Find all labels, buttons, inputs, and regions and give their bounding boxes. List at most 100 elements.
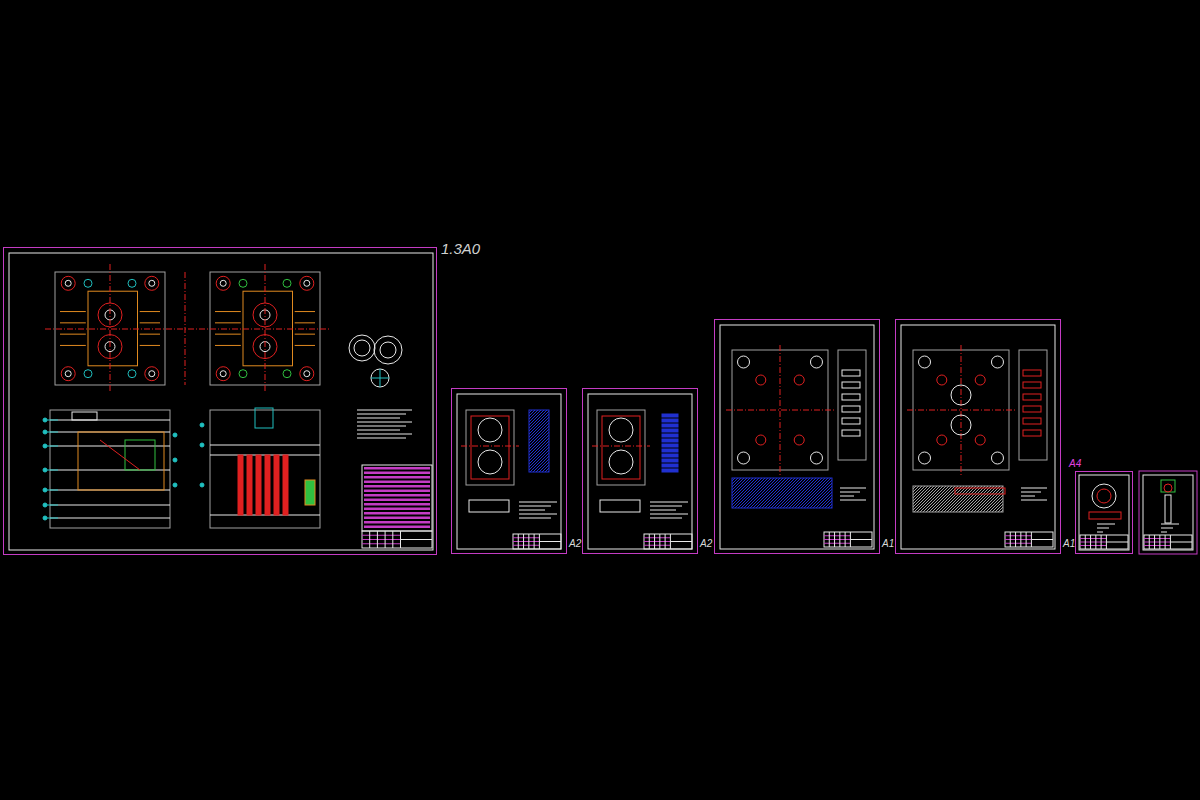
center-line xyxy=(592,446,650,447)
note-line xyxy=(357,438,406,439)
cooling-channel xyxy=(60,334,86,335)
leader-line xyxy=(47,470,58,471)
parts-table-row xyxy=(364,485,430,488)
note-line xyxy=(650,502,688,503)
guide-pin-hole xyxy=(300,367,314,381)
side-feature xyxy=(1023,430,1041,436)
hatch-line xyxy=(529,423,549,443)
screw-hole xyxy=(283,370,291,378)
title-block-row xyxy=(1005,535,1031,536)
title-block-row xyxy=(824,543,850,544)
hatch-line xyxy=(732,478,738,484)
cavity-circle xyxy=(609,418,633,442)
cooling-channel xyxy=(215,322,241,323)
hatch-line xyxy=(732,478,747,493)
hatch-line xyxy=(913,486,916,489)
cooling-channel xyxy=(215,334,241,335)
title-block xyxy=(513,534,561,549)
cavity-circle xyxy=(951,385,971,405)
center-line xyxy=(45,329,330,330)
title-block-col xyxy=(1015,532,1016,547)
title-block-row xyxy=(670,541,692,542)
screw-hole xyxy=(128,279,136,287)
cooling-channel xyxy=(295,345,315,346)
hatched-slice xyxy=(662,414,678,417)
title-block-col xyxy=(392,531,393,548)
note-line xyxy=(1021,492,1041,493)
cooling-channel xyxy=(140,311,160,312)
inner-border xyxy=(720,325,874,549)
hatch-line xyxy=(801,478,831,508)
parts-table-row xyxy=(364,512,430,515)
title-block xyxy=(644,534,692,549)
title-block-col xyxy=(1101,535,1102,549)
note-line xyxy=(357,418,400,419)
cooling-channel xyxy=(140,345,160,346)
note-line xyxy=(650,506,682,507)
locating-ring xyxy=(72,412,97,420)
bottom-view xyxy=(600,500,640,512)
pin-body xyxy=(1165,495,1171,523)
cross-section-step xyxy=(955,488,1005,494)
title-block-row xyxy=(850,539,872,540)
hatch-line xyxy=(816,492,832,508)
guide-pin-hole xyxy=(65,280,71,286)
title-block-col xyxy=(665,534,666,549)
hatched-slice xyxy=(662,454,678,457)
cavity-circle xyxy=(478,418,502,442)
title-block-col xyxy=(1026,532,1027,547)
hatched-section xyxy=(913,486,1003,512)
sheet-size-label: 1.3A0 xyxy=(441,241,480,256)
title-block xyxy=(362,531,432,548)
hatch-line xyxy=(977,486,1003,512)
hatched-slice xyxy=(662,439,678,442)
side-feature xyxy=(842,418,860,424)
cavity-hole xyxy=(937,375,947,385)
center-line xyxy=(780,345,781,475)
inner-border xyxy=(901,325,1055,549)
inner-border xyxy=(1143,475,1193,550)
hatch-line xyxy=(530,453,549,472)
hatch-line xyxy=(529,441,549,461)
inner-border xyxy=(457,394,561,549)
title-block-row xyxy=(513,537,539,538)
guide-pin-hole xyxy=(810,452,822,464)
callout-dot xyxy=(200,443,204,447)
parts-table-row xyxy=(364,467,430,470)
guide-pin-hole xyxy=(738,356,750,368)
cooling-channel xyxy=(295,322,315,323)
hatch-line xyxy=(529,435,549,455)
callout-dot xyxy=(200,483,204,487)
callout-dot xyxy=(173,433,177,437)
guide-pin-hole xyxy=(145,367,159,381)
note-line xyxy=(357,434,412,435)
hatch-line xyxy=(995,504,1003,512)
title-block-col xyxy=(1095,535,1096,549)
guide-pin-hole xyxy=(61,367,75,381)
side-feature xyxy=(1023,418,1041,424)
title-block-row xyxy=(513,545,539,546)
note-line xyxy=(840,488,866,489)
guide-pin-hole xyxy=(919,452,931,464)
note-line xyxy=(840,496,854,497)
hatch-line xyxy=(548,471,549,472)
hatch-line xyxy=(732,478,735,481)
title-block-row xyxy=(644,541,670,542)
part-view xyxy=(374,336,402,364)
hatch-line xyxy=(533,456,549,472)
part-view xyxy=(371,369,389,387)
note-line xyxy=(519,514,557,515)
plate-view xyxy=(466,410,514,485)
hatch-line xyxy=(813,489,832,508)
hatch-line xyxy=(529,410,535,416)
guide-pin-hole xyxy=(145,276,159,290)
note-line xyxy=(1161,532,1167,533)
note-line xyxy=(519,502,557,503)
guide-pin-hole xyxy=(810,356,822,368)
inner-border xyxy=(1079,475,1129,550)
hatched-section xyxy=(732,478,832,508)
ejector-pin xyxy=(256,455,261,515)
hatch-line xyxy=(529,410,544,425)
drawing-sheet: A2 xyxy=(451,388,567,554)
